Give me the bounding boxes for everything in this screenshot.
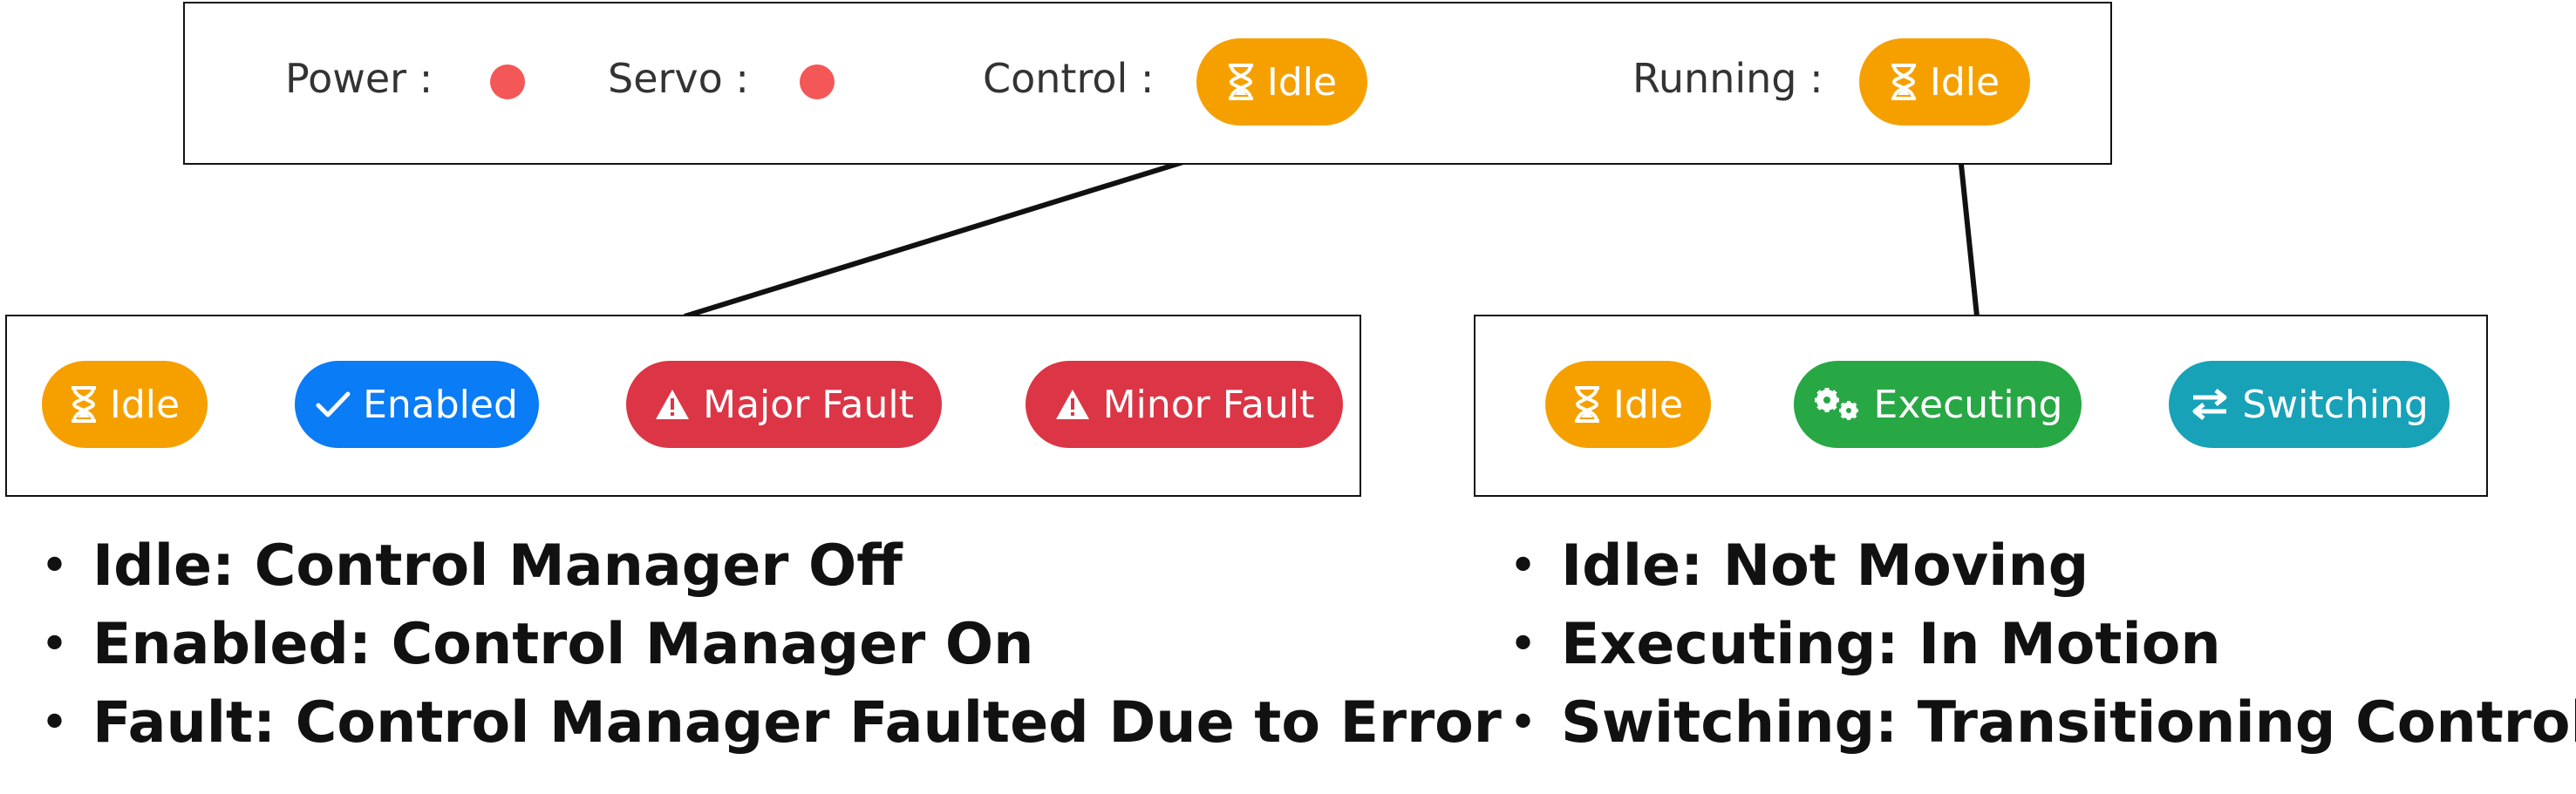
control-state-minor-fault-label: Minor Fault [1102,382,1315,427]
gears-icon [1813,387,1862,422]
hourglass-icon [70,386,98,423]
legend-item: Fault: Control Manager Faulted Due to Er… [5,684,1502,763]
legend-item: Enabled: Control Manager On [5,606,1502,684]
power-status-dot [490,64,525,99]
running-state-switching-label: Switching [2242,382,2429,427]
running-state-idle-badge: Idle [1545,361,1711,448]
running-label: Running : [1632,55,1823,102]
running-state-executing-label: Executing [1873,382,2063,427]
running-state-idle-label: Idle [1612,382,1684,427]
power-label: Power : [285,55,433,102]
control-state-idle-badge: Idle [42,361,208,448]
legend-item: Executing: In Motion [1474,606,2576,684]
control-state-idle-label: Idle [109,382,181,427]
hourglass-icon [1227,64,1255,100]
control-label: Control : [983,55,1155,102]
running-states-panel: Idle Executing Switching [1474,315,2488,497]
legend-item: Idle: Control Manager Off [5,527,1502,606]
control-states-legend: Idle: Control Manager Off Enabled: Contr… [5,527,1502,763]
warning-icon [654,388,691,421]
control-state-enabled-badge: Enabled [295,361,539,448]
running-state-executing-badge: Executing [1794,361,2082,448]
hourglass-icon [1573,386,1601,423]
running-badge-label: Idle [1929,59,2000,105]
status-bar: Power : Servo : Control : Idle Running :… [183,2,2112,165]
control-state-minor-fault-badge: Minor Fault [1026,361,1343,448]
legend-item: Switching: Transitioning Controls [1474,684,2576,763]
hourglass-icon [1890,64,1918,100]
servo-status-dot [800,64,835,99]
control-state-major-fault-label: Major Fault [703,382,914,427]
servo-label: Servo : [608,55,749,102]
running-states-legend: Idle: Not Moving Executing: In Motion Sw… [1474,527,2576,763]
running-idle-badge[interactable]: Idle [1859,38,2030,126]
control-idle-badge[interactable]: Idle [1196,38,1367,126]
control-state-major-fault-badge: Major Fault [626,361,942,448]
running-state-switching-badge: Switching [2169,361,2450,448]
arrows-exchange-icon [2190,387,2230,422]
warning-icon [1054,388,1091,421]
check-icon [316,390,351,418]
legend-item: Idle: Not Moving [1474,527,2576,606]
control-state-enabled-label: Enabled [363,382,518,427]
control-states-panel: Idle Enabled Major Fault Minor Fault [5,315,1361,497]
control-badge-label: Idle [1266,59,1338,105]
